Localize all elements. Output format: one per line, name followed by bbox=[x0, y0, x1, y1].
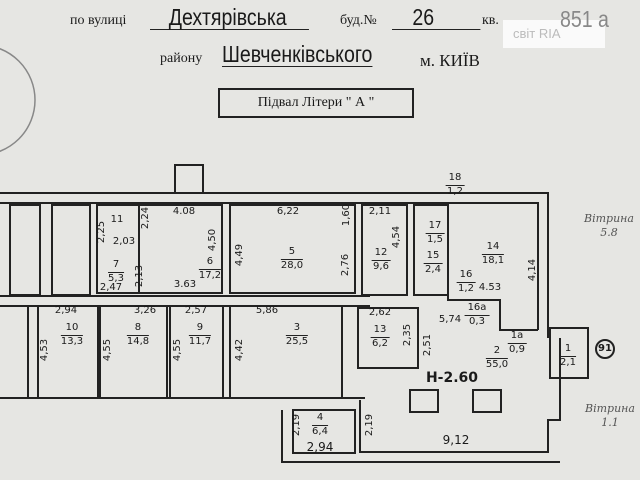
ceiling-height: H-2.60 bbox=[425, 370, 479, 386]
dimension: 4,42 bbox=[234, 338, 245, 362]
street-value: Дехтярівська bbox=[150, 6, 309, 30]
dimension: 4,49 bbox=[234, 243, 245, 267]
dimension: 2,19 bbox=[364, 413, 375, 437]
dimension: 2,94 bbox=[306, 440, 334, 454]
dimension: 4,54 bbox=[391, 225, 402, 249]
dimension: 2,11 bbox=[368, 206, 392, 217]
street-label: по вулиці bbox=[70, 13, 127, 28]
dimension: 4,14 bbox=[527, 258, 538, 282]
apartment-label: кв. bbox=[482, 13, 499, 28]
dimension: 2,13 bbox=[134, 264, 145, 288]
dimension: 2,03 bbox=[112, 236, 136, 247]
city: м. КИЇВ bbox=[420, 51, 480, 70]
dimension: 4,55 bbox=[172, 338, 183, 362]
dimension: 5,86 bbox=[255, 305, 279, 316]
dimension: 2,47 bbox=[99, 282, 123, 293]
dimension: 2,62 bbox=[368, 307, 392, 318]
dimension: 3,26 bbox=[133, 305, 157, 316]
building-value: 26 bbox=[392, 6, 481, 30]
plan-title: Підвал Літери " А " bbox=[218, 88, 414, 118]
dimension: 1,60 bbox=[341, 203, 352, 227]
district-value: Шевченківського bbox=[222, 41, 373, 67]
watermark-logo: світ RIA bbox=[503, 20, 605, 48]
dimension: 4.53 bbox=[478, 282, 502, 293]
stairs-icon bbox=[174, 164, 204, 194]
dimension: 2,57 bbox=[184, 305, 208, 316]
dimension: 4,55 bbox=[102, 338, 113, 362]
dimension: 9,12 bbox=[442, 433, 470, 447]
district-label: району bbox=[160, 51, 203, 66]
dimension: 3.63 bbox=[173, 279, 197, 290]
dimension: 2,35 bbox=[402, 323, 413, 347]
marker-circle bbox=[595, 339, 615, 359]
dimension: 2,76 bbox=[340, 253, 351, 277]
dimension: 2,51 bbox=[422, 333, 433, 357]
dimension: 2,25 bbox=[96, 220, 107, 244]
marker-label: 91 bbox=[598, 343, 612, 354]
apartment-value: 851 а bbox=[560, 6, 609, 32]
building-label: буд.№ bbox=[340, 13, 377, 28]
dimension: 2,24 bbox=[140, 206, 151, 230]
dimension: 5,74 bbox=[438, 314, 462, 325]
dimension: 4,50 bbox=[207, 228, 218, 252]
dimension: 4.08 bbox=[172, 206, 196, 217]
dimension: 2,94 bbox=[54, 305, 78, 316]
dimension: 4,53 bbox=[39, 338, 50, 362]
stamp-icon bbox=[0, 47, 36, 153]
dimension: 2,19 bbox=[291, 413, 302, 437]
dimension: 6,22 bbox=[276, 206, 300, 217]
room-11: 11 bbox=[110, 213, 124, 225]
